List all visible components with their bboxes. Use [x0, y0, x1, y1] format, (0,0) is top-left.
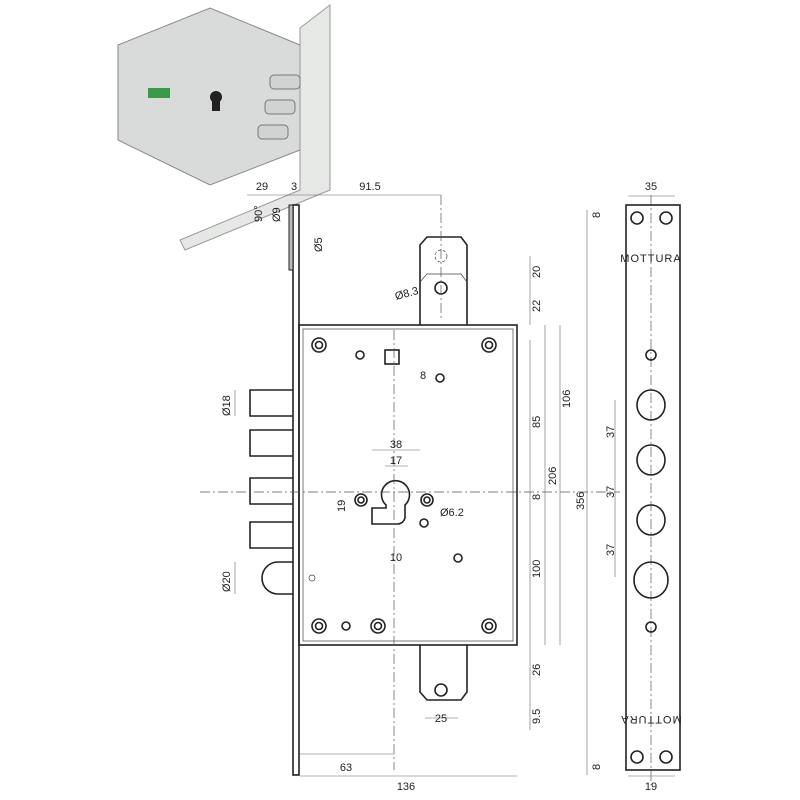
dim-37-a: 37 — [605, 426, 617, 438]
dim-100: 100 — [531, 560, 543, 578]
dim-9-5: 9.5 — [531, 709, 543, 724]
dim-dia-9: Ø9 — [271, 207, 283, 222]
faceplate-front-view: MOTTURA MOTTURA — [620, 204, 682, 771]
dim-37-b: 37 — [605, 486, 617, 498]
dim-37-c: 37 — [605, 544, 617, 556]
lock-product-photo — [117, 3, 331, 251]
dim-10: 10 — [390, 552, 402, 564]
dim-dia-18: Ø18 — [221, 395, 233, 416]
dim-90-deg: 90° — [253, 205, 265, 222]
dim-35: 35 — [645, 181, 657, 193]
dim-19: 19 — [336, 500, 348, 512]
lock-case-side-view — [249, 204, 518, 776]
dim-29: 29 — [256, 181, 268, 193]
dim-22: 22 — [531, 300, 543, 312]
dim-85: 85 — [531, 416, 543, 428]
dim-face-19: 19 — [645, 781, 657, 793]
dim-dia-5: Ø5 — [313, 237, 325, 252]
dim-17: 17 — [390, 455, 402, 467]
brand-label-bottom: MOTTURA — [620, 713, 681, 725]
dim-dia-8-3: Ø8.3 — [394, 285, 420, 303]
dim-356: 356 — [575, 492, 587, 510]
dim-face-top-8: 8 — [591, 212, 603, 218]
dim-dia-6-2: Ø6.2 — [440, 507, 464, 519]
dim-dia-20: Ø20 — [221, 571, 233, 592]
dim-center-8: 8 — [531, 494, 543, 500]
dim-square-8: 8 — [420, 370, 426, 382]
dim-106: 106 — [561, 390, 573, 408]
dim-91-5: 91.5 — [359, 181, 380, 193]
product-label — [148, 88, 170, 98]
dim-38: 38 — [390, 439, 402, 451]
dimension-lines — [234, 194, 675, 777]
dim-206: 206 — [547, 467, 559, 485]
dim-25: 25 — [435, 713, 447, 725]
dim-136: 136 — [397, 781, 415, 793]
dim-face-bottom-8: 8 — [591, 764, 603, 770]
dim-20: 20 — [531, 266, 543, 278]
center-lines — [200, 195, 652, 785]
dim-26: 26 — [531, 664, 543, 676]
dim-3: 3 — [291, 181, 297, 193]
dimension-labels: 29 3 91.5 90° Ø9 Ø5 Ø8.3 20 22 8 Ø18 106… — [221, 181, 657, 793]
brand-label-top: MOTTURA — [620, 253, 681, 265]
dim-63: 63 — [340, 762, 352, 774]
